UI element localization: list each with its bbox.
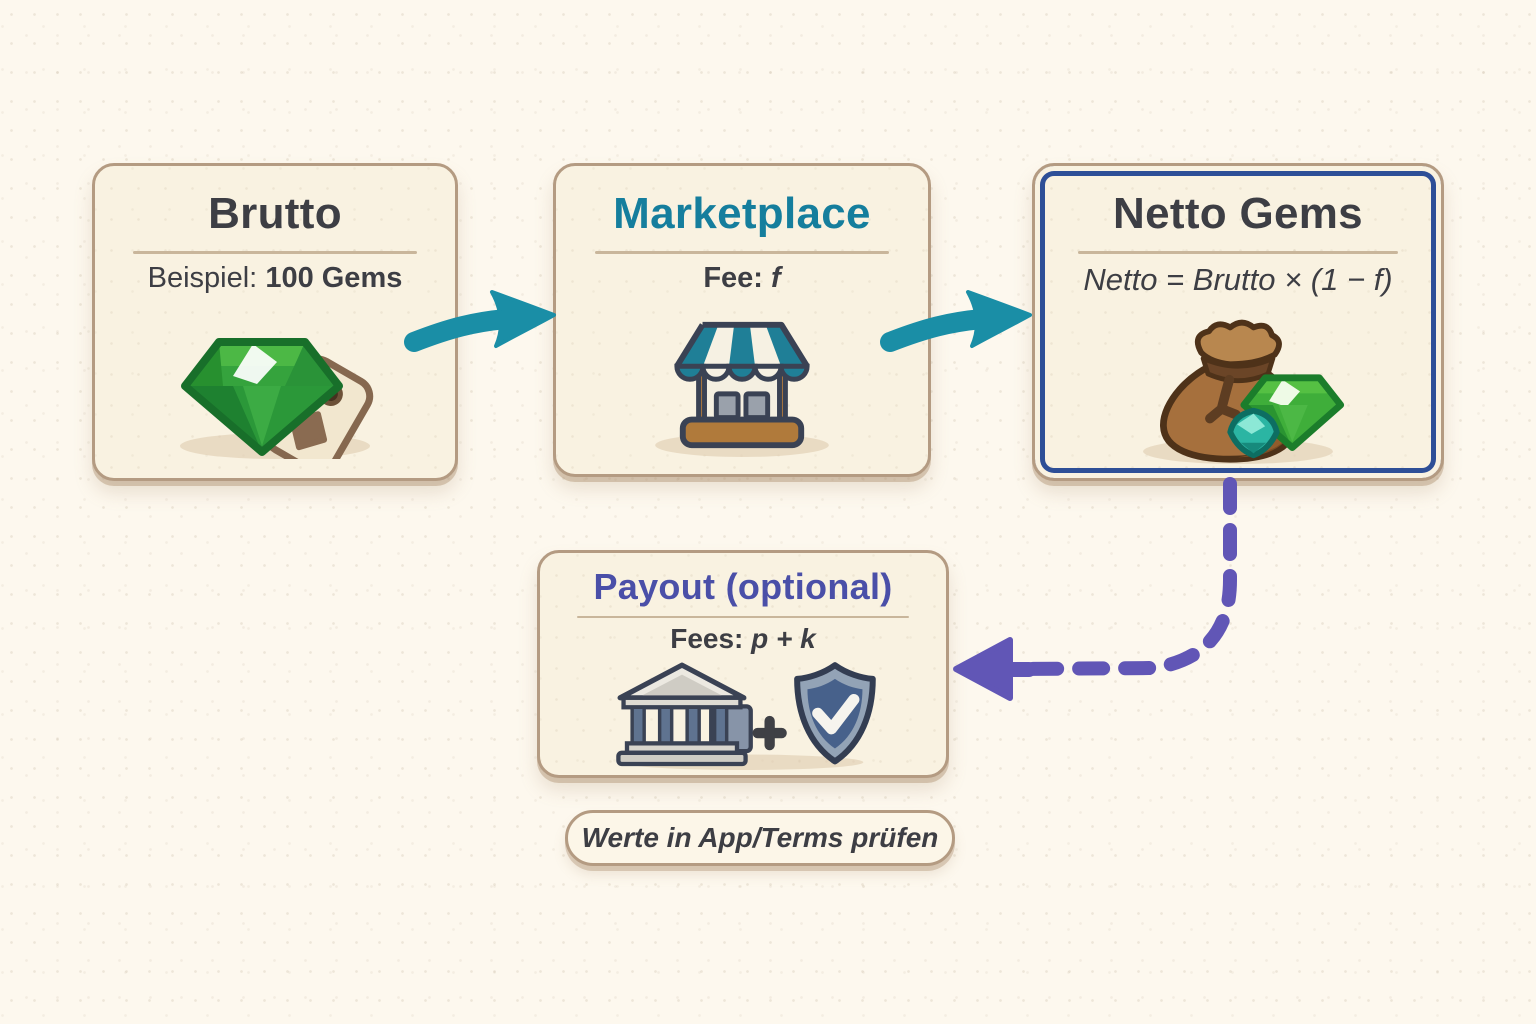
divider — [576, 615, 910, 618]
bank-plus-shield-icon — [616, 661, 876, 770]
card-marketplace: Marketplace Fee: f — [553, 163, 931, 477]
divider — [595, 251, 889, 255]
card-brutto-subtitle: Beispiel: 100 Gems — [147, 262, 403, 295]
divider — [132, 251, 418, 255]
card-payout-subtitle: Fees: p + k — [670, 622, 816, 654]
card-netto-title: Netto Gems — [1113, 189, 1363, 238]
terms-note-pill: Werte in App/Terms prüfen — [565, 810, 955, 866]
plus-icon — [752, 715, 787, 750]
terms-note-text: Werte in App/Terms prüfen — [581, 822, 939, 853]
bank-icon — [616, 662, 748, 766]
card-payout-title: Payout (optional) — [593, 566, 893, 607]
market-stall-icon — [655, 321, 829, 457]
payout-return-dashed-arrow-icon — [953, 477, 1237, 701]
card-netto-gems: Netto Gems Netto = Brutto × (1 − f) — [1032, 163, 1444, 481]
card-payout: Payout (optional) Fees: p + k — [537, 550, 949, 778]
card-marketplace-title: Marketplace — [613, 189, 871, 238]
divider — [1077, 251, 1399, 255]
money-bag-gems-icon — [1142, 319, 1344, 465]
card-marketplace-subtitle: Fee: f — [703, 262, 781, 295]
shield-check-icon — [794, 661, 876, 765]
gem-price-tag-icon — [179, 338, 373, 460]
card-brutto-title: Brutto — [208, 189, 342, 238]
card-brutto: Brutto Beispiel: 100 Gems — [92, 163, 458, 481]
netto-formula: Netto = Brutto × (1 − f) — [1083, 262, 1393, 298]
